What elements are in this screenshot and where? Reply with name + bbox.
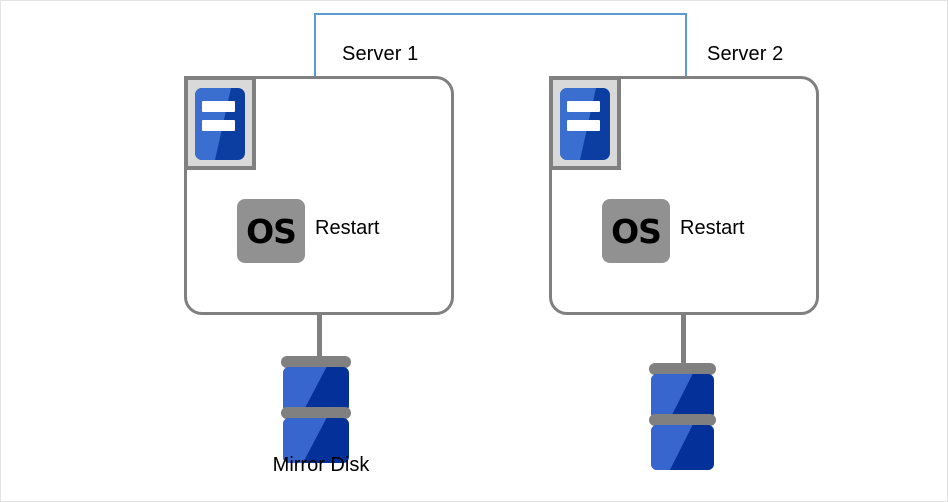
server-1-disk-stack [281,356,351,463]
server-icon-bar-2 [567,120,600,131]
disk-platter-upper [651,374,714,419]
server-1-disk-label: Mirror Disk [272,454,370,476]
disk-platter-lower [283,418,349,463]
server-2-disk-stack [649,363,716,470]
disk-cap-top [281,356,351,368]
disk-cap-middle [281,407,351,419]
disk-cap-middle [649,414,716,426]
server-2-os-chip: OS [602,199,670,263]
server-1-disk-connector [317,314,322,363]
disk-cap-top [649,363,716,375]
server-icon-bar-1 [567,101,600,112]
server-appliance-icon [184,76,256,170]
server-2-label: Server 2 [707,43,784,65]
os-chip-label: OS [611,211,662,251]
server-2-disk-connector [681,314,686,363]
server-1-os-chip: OS [237,199,305,263]
server-1-os-state-label: Restart [315,217,380,239]
disk-platter-upper [283,367,349,412]
os-chip-label: OS [246,211,297,251]
server-2-os-state-label: Restart [680,217,745,239]
interconnect-link [314,13,687,79]
server-icon-bar-2 [202,120,235,131]
server-appliance-icon [549,76,621,170]
server-1-label: Server 1 [342,43,419,65]
server-2-box[interactable]: OS Restart [549,76,819,315]
server-1-box[interactable]: OS Restart [184,76,454,315]
server-icon-bar-1 [202,101,235,112]
disk-platter-lower [651,425,714,470]
